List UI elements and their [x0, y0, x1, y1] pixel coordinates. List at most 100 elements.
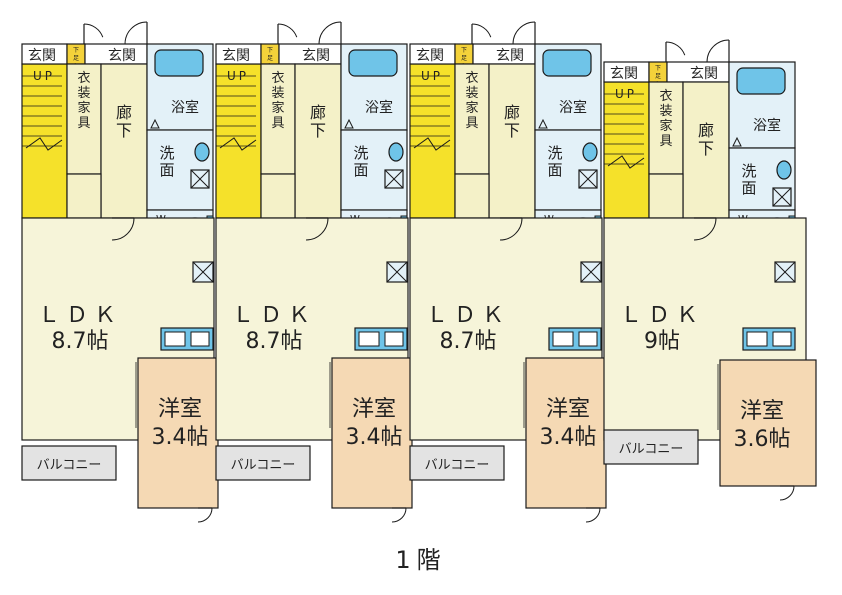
ldk-label: ＬＤＫ: [232, 303, 316, 328]
entrance-door: [512, 21, 536, 45]
washroom-label-char: 洗: [159, 144, 174, 162]
stove-icon: [578, 331, 598, 347]
hall-label-char: 廊: [116, 103, 132, 122]
entrance-door-left-swing: [471, 23, 492, 38]
western-room: [137, 357, 219, 509]
ldk-door: [305, 217, 329, 241]
fridge-slot-icon-diag-b: [774, 261, 796, 283]
balcony-label: バルコニー: [425, 458, 490, 473]
entrance-left-label: 玄関: [610, 65, 638, 82]
fridge-slot-icon: [386, 261, 408, 283]
balcony: [21, 445, 117, 481]
closet-label-char: 家: [271, 100, 284, 116]
balcony: [409, 445, 505, 481]
entrance-door-swing: [706, 39, 730, 63]
washroom-label-char: 面: [353, 161, 368, 179]
entrance-door: [124, 21, 148, 45]
sink-icon: [388, 142, 404, 162]
washroom-label-char: 洗: [741, 162, 756, 180]
hall-label-char: 下: [698, 139, 714, 158]
hall: [488, 63, 536, 219]
washer-slot-icon: [190, 169, 210, 189]
balcony: [603, 429, 699, 465]
stairs-area: [603, 81, 650, 219]
hall-label-char: 下: [310, 121, 326, 140]
fridge-slot-icon-diag-b: [580, 261, 602, 283]
entrance-door-left: [665, 41, 686, 62]
ldk-door-swing: [693, 217, 717, 241]
hall-lower: [260, 173, 296, 219]
western-door: [391, 507, 407, 523]
stairs: UP: [409, 63, 456, 219]
fridge-slot-icon: [580, 261, 602, 283]
closet-label-char: 具: [271, 116, 284, 131]
stairs: UP: [603, 81, 650, 219]
hall-lower: [454, 173, 490, 219]
bathtub-icon: [542, 49, 592, 77]
washroom-label-char: 洗: [353, 144, 368, 162]
hall-label: 廊下: [310, 103, 326, 140]
closet-label-char: 家: [465, 100, 478, 116]
stairs-up-label: UP: [33, 69, 55, 83]
entrance-door: [706, 39, 730, 63]
ldk-door-swing: [499, 217, 523, 241]
stair-break-line: [413, 137, 451, 151]
hall-label-char: 下: [504, 121, 520, 140]
bath-label: 浴室: [171, 99, 199, 116]
ldk-size-label: 8.7帖: [440, 329, 497, 354]
entrance-door-swing: [318, 21, 342, 45]
hall-label-char: 廊: [310, 103, 326, 122]
western-label: 洋室: [352, 397, 396, 422]
balcony-label: バルコニー: [37, 458, 102, 473]
entrance-right-label: 玄関: [302, 47, 330, 64]
kitchen-sink-icon: [164, 331, 186, 347]
hall-label-char: 下: [116, 121, 132, 140]
closet-label-char: 具: [465, 116, 478, 131]
closet-label-char: 装: [465, 86, 478, 101]
entrance-door-left: [471, 23, 492, 44]
closet-label-char: 具: [77, 116, 90, 131]
ldk-size-label: 9帖: [644, 329, 680, 354]
hall-label: 廊下: [116, 103, 132, 140]
western-door-swing: [585, 507, 601, 523]
closet-label-char: 衣: [271, 70, 284, 86]
washroom-label: 洗面: [159, 144, 174, 179]
bathtub-icon: [348, 49, 398, 77]
ldk-size-label: 8.7帖: [52, 329, 109, 354]
washroom-label: 洗面: [547, 144, 562, 179]
closet-label-char: 衣: [77, 70, 90, 86]
western-room: [719, 359, 817, 487]
entrance-door-left-swing: [277, 23, 298, 38]
balcony: [215, 445, 311, 481]
entrance-door-swing: [124, 21, 148, 45]
shoe-box-label-char: 下: [655, 65, 661, 72]
bath-label: 浴室: [365, 99, 393, 116]
washroom-label-char: 洗: [547, 144, 562, 162]
western-size-label: 3.4帖: [540, 425, 597, 450]
washroom-label: 洗面: [741, 162, 756, 197]
closet-label-char: 装: [271, 86, 284, 101]
stair-break-line: [25, 137, 63, 151]
western-size-label: 3.6帖: [734, 427, 791, 452]
fridge-slot-icon-diag-b: [386, 261, 408, 283]
washroom-label: 洗面: [353, 144, 368, 179]
closet-label-char: 家: [659, 118, 672, 134]
western-door-swing: [779, 485, 795, 501]
washer-slot-icon: [384, 169, 404, 189]
stairs-area: [21, 63, 68, 219]
entrance-door-swing: [512, 21, 536, 45]
entrance-left-label: 玄関: [28, 47, 56, 64]
western-door-swing: [391, 507, 407, 523]
shoe-box-label-char: 足: [267, 55, 273, 62]
ldk-door: [693, 217, 717, 241]
stairs-up-label: UP: [227, 69, 249, 83]
hall-label-char: 廊: [504, 103, 520, 122]
stair-break-line: [607, 155, 645, 169]
closet-label-char: 装: [77, 86, 90, 101]
stair-break-line: [219, 137, 257, 151]
